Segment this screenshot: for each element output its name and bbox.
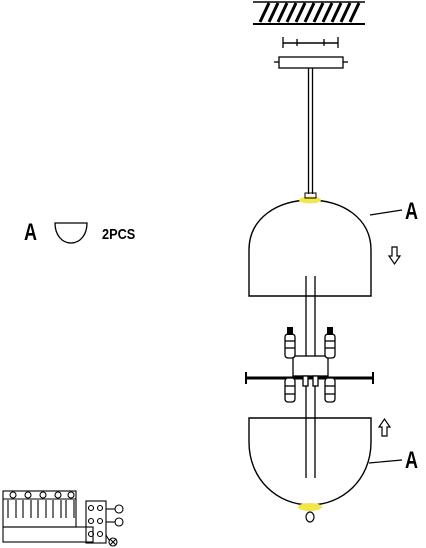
down-arrow-icon [387, 246, 402, 266]
wiring-terminal-block [2, 490, 124, 547]
ceiling-hatch [253, 1, 365, 25]
socket-lower-right [324, 377, 336, 403]
mounting-bracket [282, 37, 339, 48]
socket-cluster [245, 327, 374, 403]
upper-callout-line [369, 209, 403, 216]
upper-shade [248, 192, 372, 297]
half-dome-shade-icon [54, 222, 88, 244]
lower-shade-callout-label: A [405, 447, 419, 474]
lower-callout-line [368, 459, 403, 464]
socket-upper-right [324, 327, 336, 359]
center-stem [305, 296, 316, 478]
socket-lower-left [284, 377, 296, 403]
lower-highlight-ring [298, 503, 322, 511]
lower-shade [248, 417, 372, 523]
legend-part-letter: A [24, 219, 38, 246]
canopy [274, 56, 348, 69]
upper-shade-callout-label: A [405, 198, 419, 225]
suspension-rod [307, 68, 314, 194]
socket-upper-left [284, 327, 296, 359]
up-arrow-icon [377, 417, 392, 437]
legend-quantity: 2PCS [102, 226, 136, 243]
